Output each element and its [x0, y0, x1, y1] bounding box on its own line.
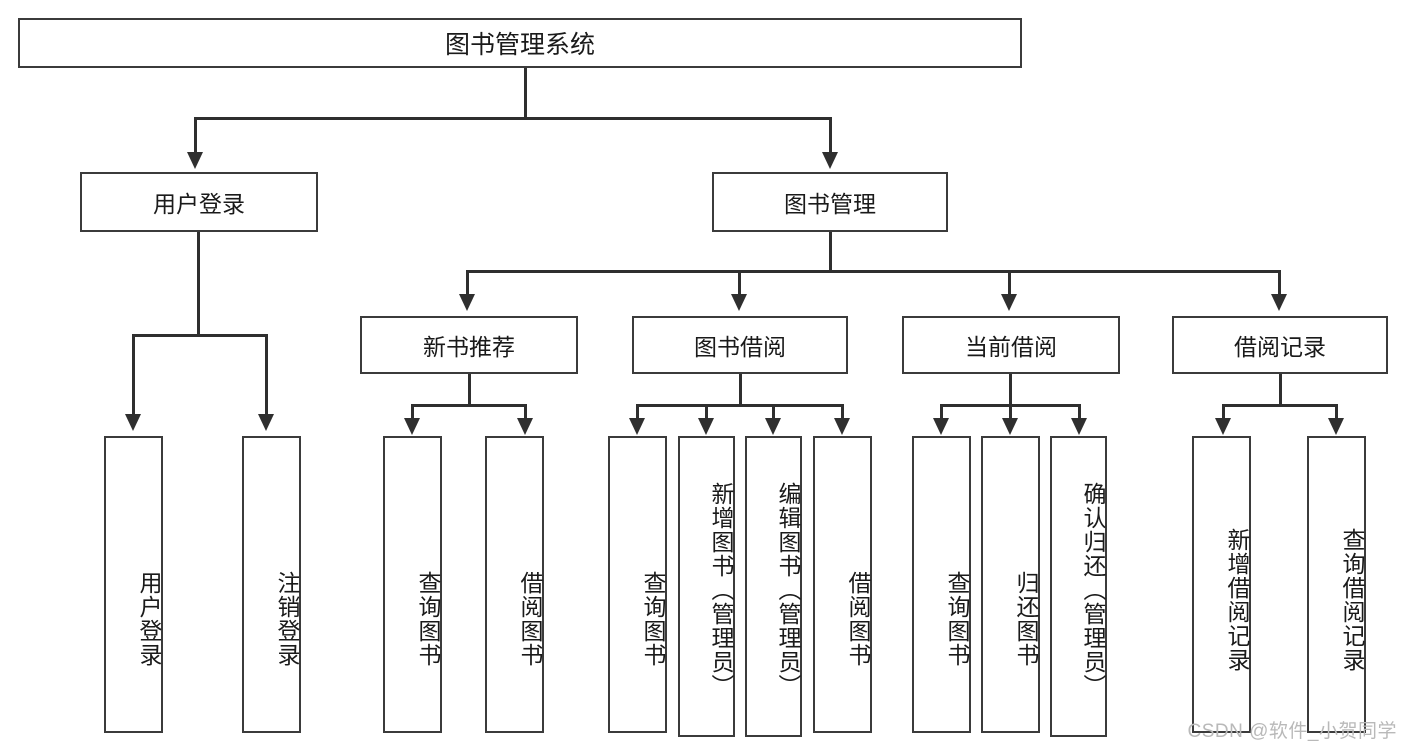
arrow-current-borrow-child-1 [933, 418, 949, 435]
connector-new-book-recommend-child-1 [411, 404, 414, 420]
node-label: 当前借阅 [965, 334, 1057, 360]
connector-borrow-record-child-1 [1222, 404, 1225, 420]
node-book-borrow[interactable]: 图书借阅 [632, 316, 848, 374]
arrow-borrow-record-child-2 [1328, 418, 1344, 435]
node-label: 新增图书（管理员） [708, 481, 734, 698]
connector-root-stem [524, 68, 527, 118]
arrow-book-borrow-child-4 [834, 418, 850, 435]
connector-to-book-management [829, 117, 832, 155]
node-label: 新书推荐 [423, 334, 515, 360]
arrow-book-borrow-child-2 [698, 418, 714, 435]
connector-level1-bar [194, 117, 832, 120]
connector-new-book-recommend-bar [411, 404, 527, 407]
arrow-to-new-book-recommend [459, 294, 475, 311]
connector-book-borrow-bar [636, 404, 844, 407]
arrow-current-borrow-child-2 [1002, 418, 1018, 435]
node-label: 确认归还（管理员） [1080, 481, 1106, 698]
connector-current-borrow-child-1 [940, 404, 943, 420]
leaf-edit-book-admin[interactable]: 编辑图书（管理员） [745, 436, 802, 737]
arrow-new-book-recommend-child-1 [404, 418, 420, 435]
node-label: 归还图书 [1013, 570, 1039, 667]
node-label: 查询图书 [415, 570, 441, 667]
leaf-borrow-book[interactable]: 借阅图书 [813, 436, 872, 733]
node-label: 查询图书 [640, 570, 666, 667]
connector-book-borrow-stem [739, 374, 742, 406]
node-root-book-management-system[interactable]: 图书管理系统 [18, 18, 1022, 68]
connector-level2-bar [466, 270, 1280, 273]
connector-borrow-record-bar [1222, 404, 1337, 407]
node-current-borrow[interactable]: 当前借阅 [902, 316, 1120, 374]
leaf-query-book-recommend[interactable]: 查询图书 [383, 436, 442, 733]
connector-current-borrow-stem [1009, 374, 1012, 406]
node-label: 查询借阅记录 [1339, 527, 1365, 672]
connector-current-borrow-child-3 [1078, 404, 1081, 420]
node-user-login[interactable]: 用户登录 [80, 172, 318, 232]
node-label: 图书借阅 [694, 334, 786, 360]
arrow-user-login-child-1 [125, 414, 141, 431]
arrow-current-borrow-child-3 [1071, 418, 1087, 435]
leaf-confirm-return-admin[interactable]: 确认归还（管理员） [1050, 436, 1107, 737]
connector-book-borrow-child-2 [705, 404, 708, 420]
arrow-borrow-record-child-1 [1215, 418, 1231, 435]
connector-borrow-record-stem [1279, 374, 1282, 406]
node-new-book-recommend[interactable]: 新书推荐 [360, 316, 578, 374]
connector-book-borrow-child-4 [841, 404, 844, 420]
arrow-to-current-borrow [1001, 294, 1017, 311]
node-book-management[interactable]: 图书管理 [712, 172, 948, 232]
connector-book-borrow-child-3 [772, 404, 775, 420]
node-label: 图书管理系统 [444, 31, 595, 59]
connector-user-login-bar [132, 334, 267, 337]
arrow-to-borrow-record [1271, 294, 1287, 311]
connector-user-login-child-2 [265, 334, 268, 416]
connector-borrow-record-child-2 [1335, 404, 1338, 420]
leaf-query-borrow-record[interactable]: 查询借阅记录 [1307, 436, 1366, 733]
leaf-return-book[interactable]: 归还图书 [981, 436, 1040, 733]
connector-book-borrow-child-1 [636, 404, 639, 420]
connector-to-user-login [194, 117, 197, 155]
leaf-add-borrow-record[interactable]: 新增借阅记录 [1192, 436, 1251, 733]
node-borrow-record[interactable]: 借阅记录 [1172, 316, 1388, 374]
node-label: 查询图书 [944, 570, 970, 667]
node-label: 借阅图书 [517, 570, 543, 667]
connector-book-management-stem [829, 232, 832, 272]
node-label: 借阅图书 [845, 570, 871, 667]
connector-user-login-child-1 [132, 334, 135, 416]
node-label: 借阅记录 [1234, 334, 1326, 360]
node-label: 编辑图书（管理员） [775, 481, 801, 698]
connector-to-borrow-record [1278, 270, 1281, 296]
node-label: 图书管理 [784, 191, 876, 217]
arrow-new-book-recommend-child-2 [517, 418, 533, 435]
node-label: 新增借阅记录 [1224, 527, 1250, 672]
leaf-user-login[interactable]: 用户登录 [104, 436, 163, 733]
arrow-user-login-child-2 [258, 414, 274, 431]
arrow-to-user-login [187, 152, 203, 169]
connector-to-current-borrow [1008, 270, 1011, 296]
leaf-query-book-current[interactable]: 查询图书 [912, 436, 971, 733]
connector-current-borrow-child-2 [1009, 404, 1012, 420]
node-label: 用户登录 [153, 191, 245, 217]
leaf-logout[interactable]: 注销登录 [242, 436, 301, 733]
connector-to-book-borrow [738, 270, 741, 296]
connector-new-book-recommend-stem [468, 374, 471, 406]
node-label: 用户登录 [136, 570, 162, 667]
leaf-query-book-borrow[interactable]: 查询图书 [608, 436, 667, 733]
leaf-add-book-admin[interactable]: 新增图书（管理员） [678, 436, 735, 737]
connector-new-book-recommend-child-2 [524, 404, 527, 420]
csdn-watermark: CSDN @软件_小贺同学 [1187, 721, 1397, 742]
arrow-to-book-management [822, 152, 838, 169]
connector-to-new-book-recommend [466, 270, 469, 296]
arrow-book-borrow-child-3 [765, 418, 781, 435]
connector-user-login-stem [197, 232, 200, 336]
node-label: 注销登录 [274, 570, 300, 667]
leaf-borrow-book-recommend[interactable]: 借阅图书 [485, 436, 544, 733]
arrow-book-borrow-child-1 [629, 418, 645, 435]
arrow-to-book-borrow [731, 294, 747, 311]
